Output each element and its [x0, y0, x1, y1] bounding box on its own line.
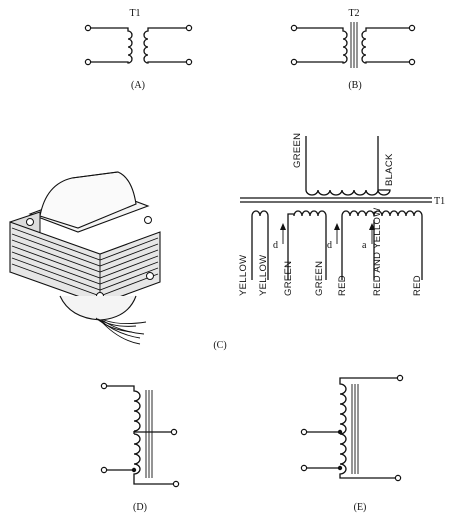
lead-label-red-and-yellow: RED AND YELLOW [372, 208, 383, 297]
housing-edge [71, 171, 119, 179]
secondary-winding-1 [251, 210, 269, 280]
lamination-stack [9, 221, 161, 305]
terminal [84, 58, 92, 66]
secondary-winding-3 [341, 210, 423, 280]
lead-wires [95, 317, 147, 345]
terminal [185, 58, 193, 66]
terminal [100, 382, 108, 390]
figure-b-secondary-winding [361, 27, 410, 64]
lead-label-red-and-yellow-text: RED AND YELLOW [372, 208, 383, 297]
figure-b-primary-winding [296, 27, 348, 64]
lead-label-red: RED [337, 275, 348, 296]
terminal [185, 24, 193, 32]
junction-dot [131, 467, 137, 473]
terminal [408, 58, 416, 66]
figure-a-primary-winding [90, 27, 133, 64]
figure-b-label: (B) [348, 80, 361, 91]
lead-label-yellow: YELLOW [238, 255, 249, 296]
transformer-bell-housing [39, 171, 137, 229]
figure-d-winding-upper [106, 385, 141, 432]
figure-e-transformer: (E) [300, 374, 404, 513]
figure-b-transformer-label: T2 [348, 8, 359, 19]
lead-label-yellow: YELLOW [258, 255, 269, 296]
lead-label-green: GREEN [283, 261, 294, 296]
terminal [394, 474, 402, 482]
tap-mark: a [362, 240, 367, 251]
figure-b-transformer: T2 (B) [290, 8, 416, 91]
figure-a-transformer: T1 (A) [84, 8, 193, 91]
figure-e-label: (E) [354, 502, 367, 513]
terminal [300, 428, 308, 436]
arrow-head-icon [334, 223, 340, 230]
terminal [408, 24, 416, 32]
terminal [396, 374, 404, 382]
mounting-bolt [146, 272, 154, 280]
tap-mark: d [273, 240, 278, 251]
figure-c-transformer-illustration: (C) [9, 171, 227, 351]
terminal [170, 428, 178, 436]
terminal [290, 24, 298, 32]
secondary-winding-2 [287, 210, 327, 280]
figure-d-transformer: (D) [100, 382, 180, 513]
terminal [290, 58, 298, 66]
tap-mark: d [327, 240, 332, 251]
mounting-bolt [144, 216, 152, 224]
figure-a-secondary-winding [143, 27, 187, 64]
figure-c-label: (C) [213, 340, 226, 351]
transformer-bell-bottom [59, 295, 137, 321]
junction-dot [337, 465, 343, 471]
terminal [84, 24, 92, 32]
lead-label-red: RED [412, 275, 423, 296]
lead-label-green: GREEN [292, 133, 303, 168]
figure-d-label: (D) [133, 502, 147, 513]
figure-a-transformer-label: T1 [129, 8, 140, 19]
lead-label-black: BLACK [384, 153, 395, 186]
primary-winding [305, 136, 391, 196]
terminal [100, 466, 108, 474]
figure-c-schematic: GREEN BLACK T1 d d a YELLOW YELLOW GREEN… [238, 133, 445, 296]
arrow-head-icon [280, 223, 286, 230]
lead-label-green: GREEN [314, 261, 325, 296]
junction-dot [337, 429, 343, 435]
figure-a-label: (A) [131, 80, 145, 91]
arrow-head-icon [369, 223, 375, 230]
figure-e-winding [339, 377, 398, 479]
figure-d-winding-lower [133, 433, 174, 485]
mounting-bolt [26, 218, 34, 226]
schematic-transformer-label: T1 [434, 196, 445, 207]
terminal [172, 480, 180, 488]
terminal [300, 464, 308, 472]
